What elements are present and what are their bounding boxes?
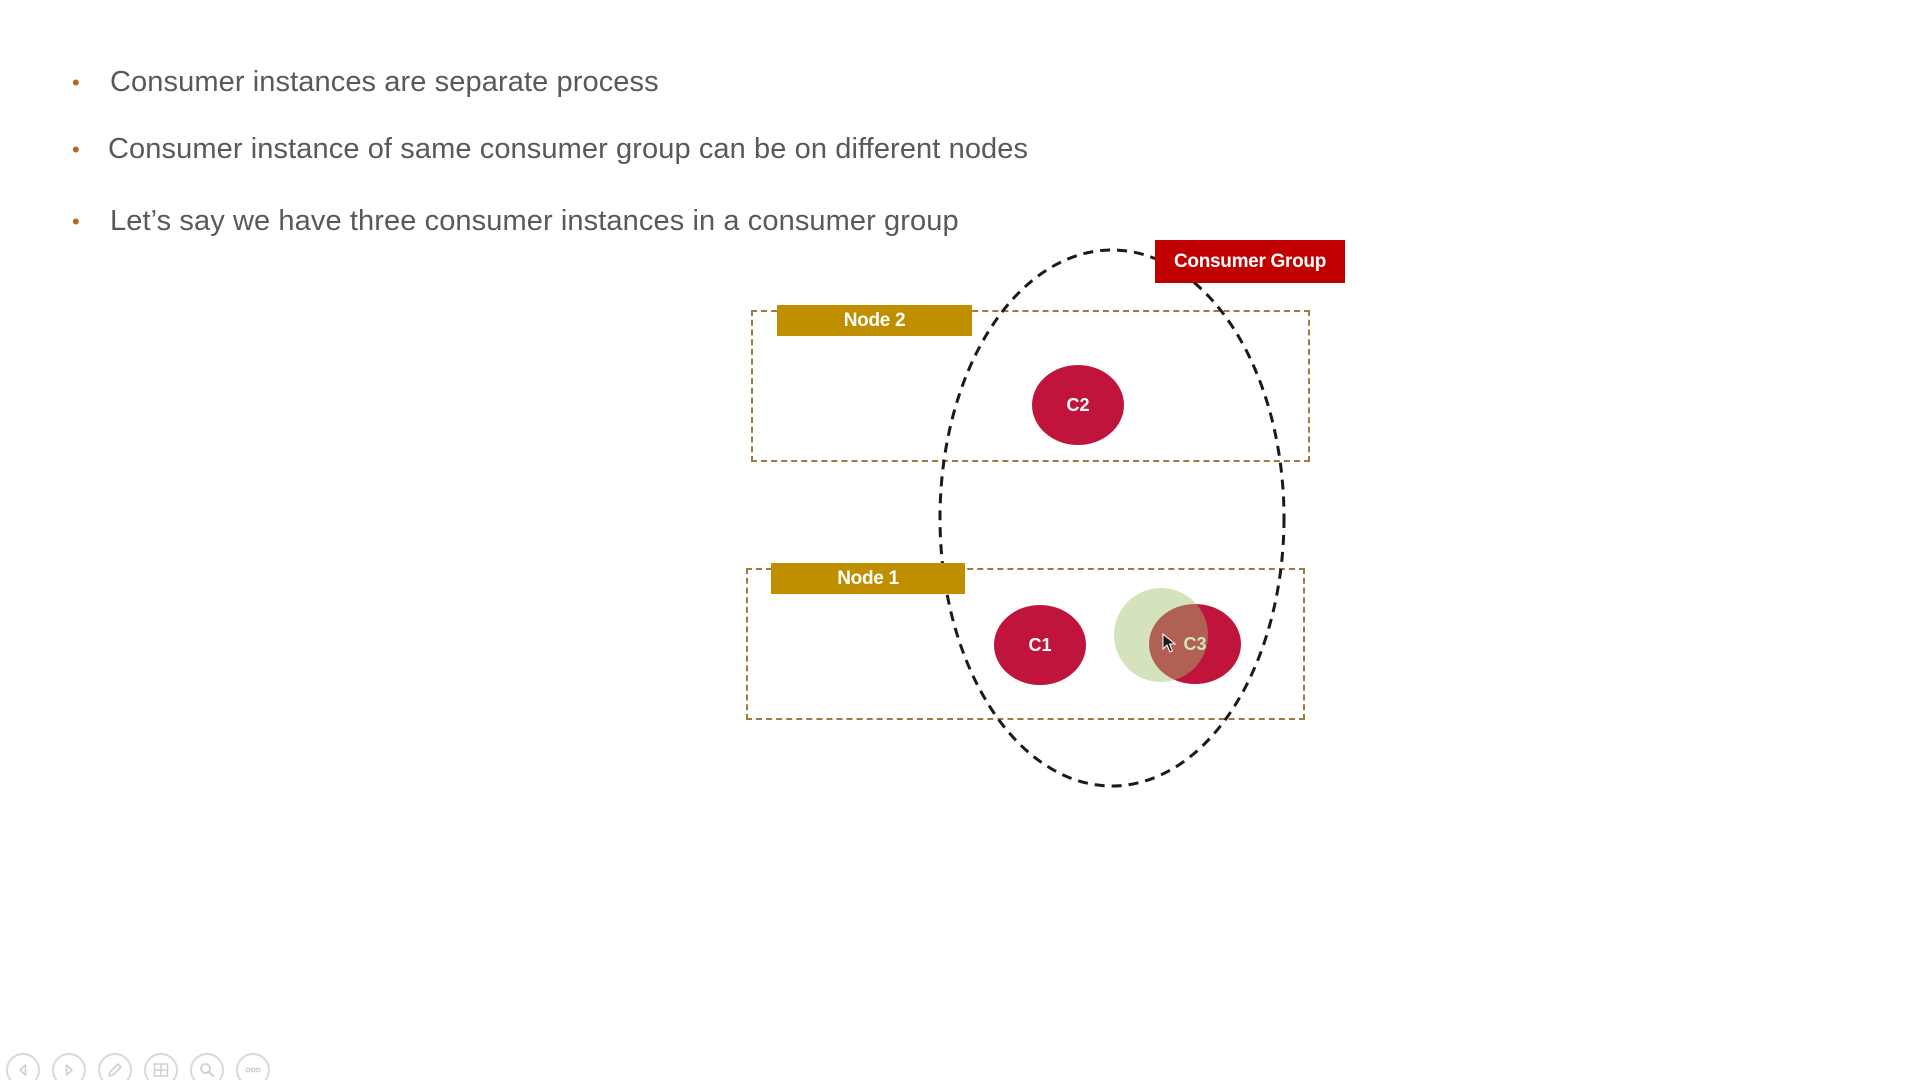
zoom-button[interactable] — [190, 1053, 224, 1080]
bullet-text: Consumer instances are separate process — [110, 66, 659, 98]
bullet-item: • Let’s say we have three consumer insta… — [72, 205, 959, 238]
node-2-label: Node 2 — [777, 305, 972, 336]
pointer-highlight — [1114, 588, 1208, 682]
consumer-c1: C1 — [994, 605, 1086, 685]
consumer-group-label: Consumer Group — [1155, 240, 1345, 283]
bullet-text: Consumer instance of same consumer group… — [108, 133, 1029, 165]
node-1-label: Node 1 — [771, 563, 965, 594]
see-all-slides-button[interactable] — [144, 1053, 178, 1080]
previous-slide-button[interactable] — [6, 1053, 40, 1080]
bullet-marker: • — [72, 69, 80, 95]
next-slide-button[interactable] — [52, 1053, 86, 1080]
pen-tool-button[interactable] — [98, 1053, 132, 1080]
presentation-toolbar — [6, 1053, 270, 1080]
consumer-c3: C3 — [1149, 604, 1241, 684]
more-options-button[interactable] — [236, 1053, 270, 1080]
bullet-item: • Consumer instances are separate proces… — [72, 66, 659, 99]
previous-icon — [19, 1064, 27, 1076]
slides-grid-icon — [153, 1063, 169, 1077]
bullet-marker: • — [72, 208, 80, 234]
more-options-icon — [245, 1067, 261, 1073]
pen-icon — [108, 1063, 122, 1077]
consumer-c2: C2 — [1032, 365, 1124, 445]
zoom-icon — [200, 1063, 215, 1078]
next-icon — [65, 1064, 73, 1076]
bullet-item: • Consumer instance of same consumer gro… — [72, 133, 1028, 166]
mouse-cursor-icon — [1162, 633, 1176, 653]
bullet-marker: • — [72, 136, 80, 162]
bullet-text: Let’s say we have three consumer instanc… — [110, 205, 959, 237]
